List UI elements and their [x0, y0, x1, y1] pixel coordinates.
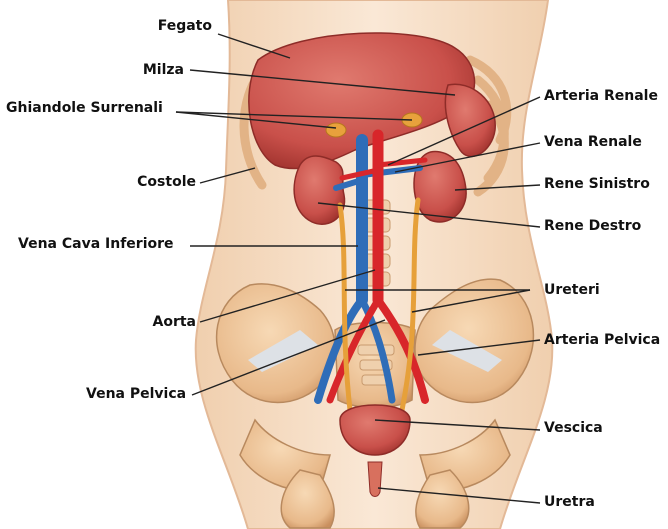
label-adrenal-glands: Ghiandole Surrenali — [6, 100, 163, 116]
label-renal-vein: Vena Renale — [544, 134, 642, 150]
label-ribs: Costole — [100, 174, 196, 190]
label-right-kidney: Rene Destro — [544, 218, 641, 234]
label-liver: Fegato — [130, 18, 212, 34]
label-spleen: Milza — [100, 62, 184, 78]
label-urethra: Uretra — [544, 494, 595, 510]
label-inferior-vena-cava: Vena Cava Inferiore — [18, 236, 174, 252]
label-bladder: Vescica — [544, 420, 603, 436]
label-pelvic-artery: Arteria Pelvica — [544, 332, 660, 348]
urethra — [368, 462, 382, 497]
label-ureters: Ureteri — [544, 282, 600, 298]
label-pelvic-vein: Vena Pelvica — [86, 386, 186, 402]
label-left-kidney: Rene Sinistro — [544, 176, 650, 192]
label-renal-artery: Arteria Renale — [544, 88, 658, 104]
label-aorta: Aorta — [100, 314, 196, 330]
right-adrenal-gland — [326, 123, 346, 137]
